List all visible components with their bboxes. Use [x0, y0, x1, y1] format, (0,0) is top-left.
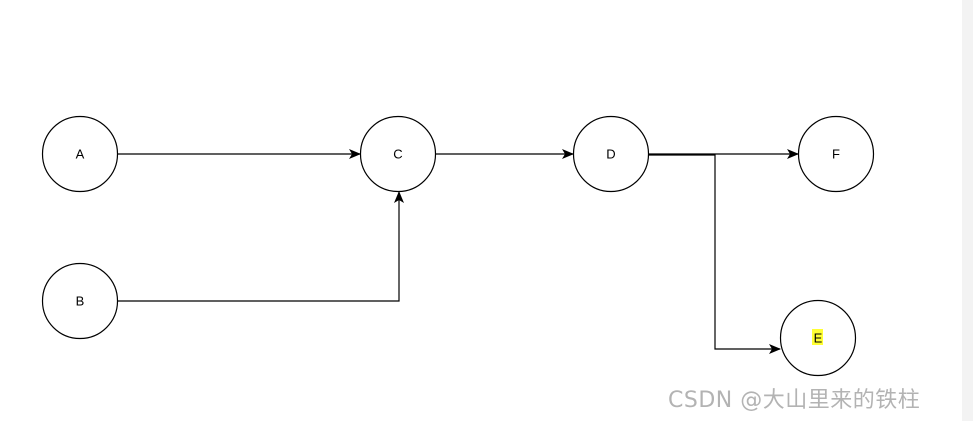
edge-d-to-e [649, 154, 781, 354]
node-e[interactable]: E [779, 299, 857, 377]
node-f[interactable]: F [797, 115, 875, 193]
csdn-watermark: CSDN @大山里来的铁柱 [668, 388, 921, 413]
node-c-label: C [393, 147, 402, 162]
node-d[interactable]: D [572, 115, 650, 193]
scrollbar-track[interactable] [962, 0, 973, 421]
node-b-label: B [76, 294, 85, 309]
node-a[interactable]: A [41, 115, 119, 193]
node-f-label: F [832, 147, 840, 162]
node-b[interactable]: B [41, 262, 119, 340]
edge-b-to-c [117, 191, 404, 302]
node-e-highlight [812, 329, 823, 345]
node-e-label: E [814, 331, 823, 346]
node-c[interactable]: C [359, 115, 437, 193]
node-d-label: D [606, 147, 615, 162]
node-a-label: A [76, 147, 85, 162]
